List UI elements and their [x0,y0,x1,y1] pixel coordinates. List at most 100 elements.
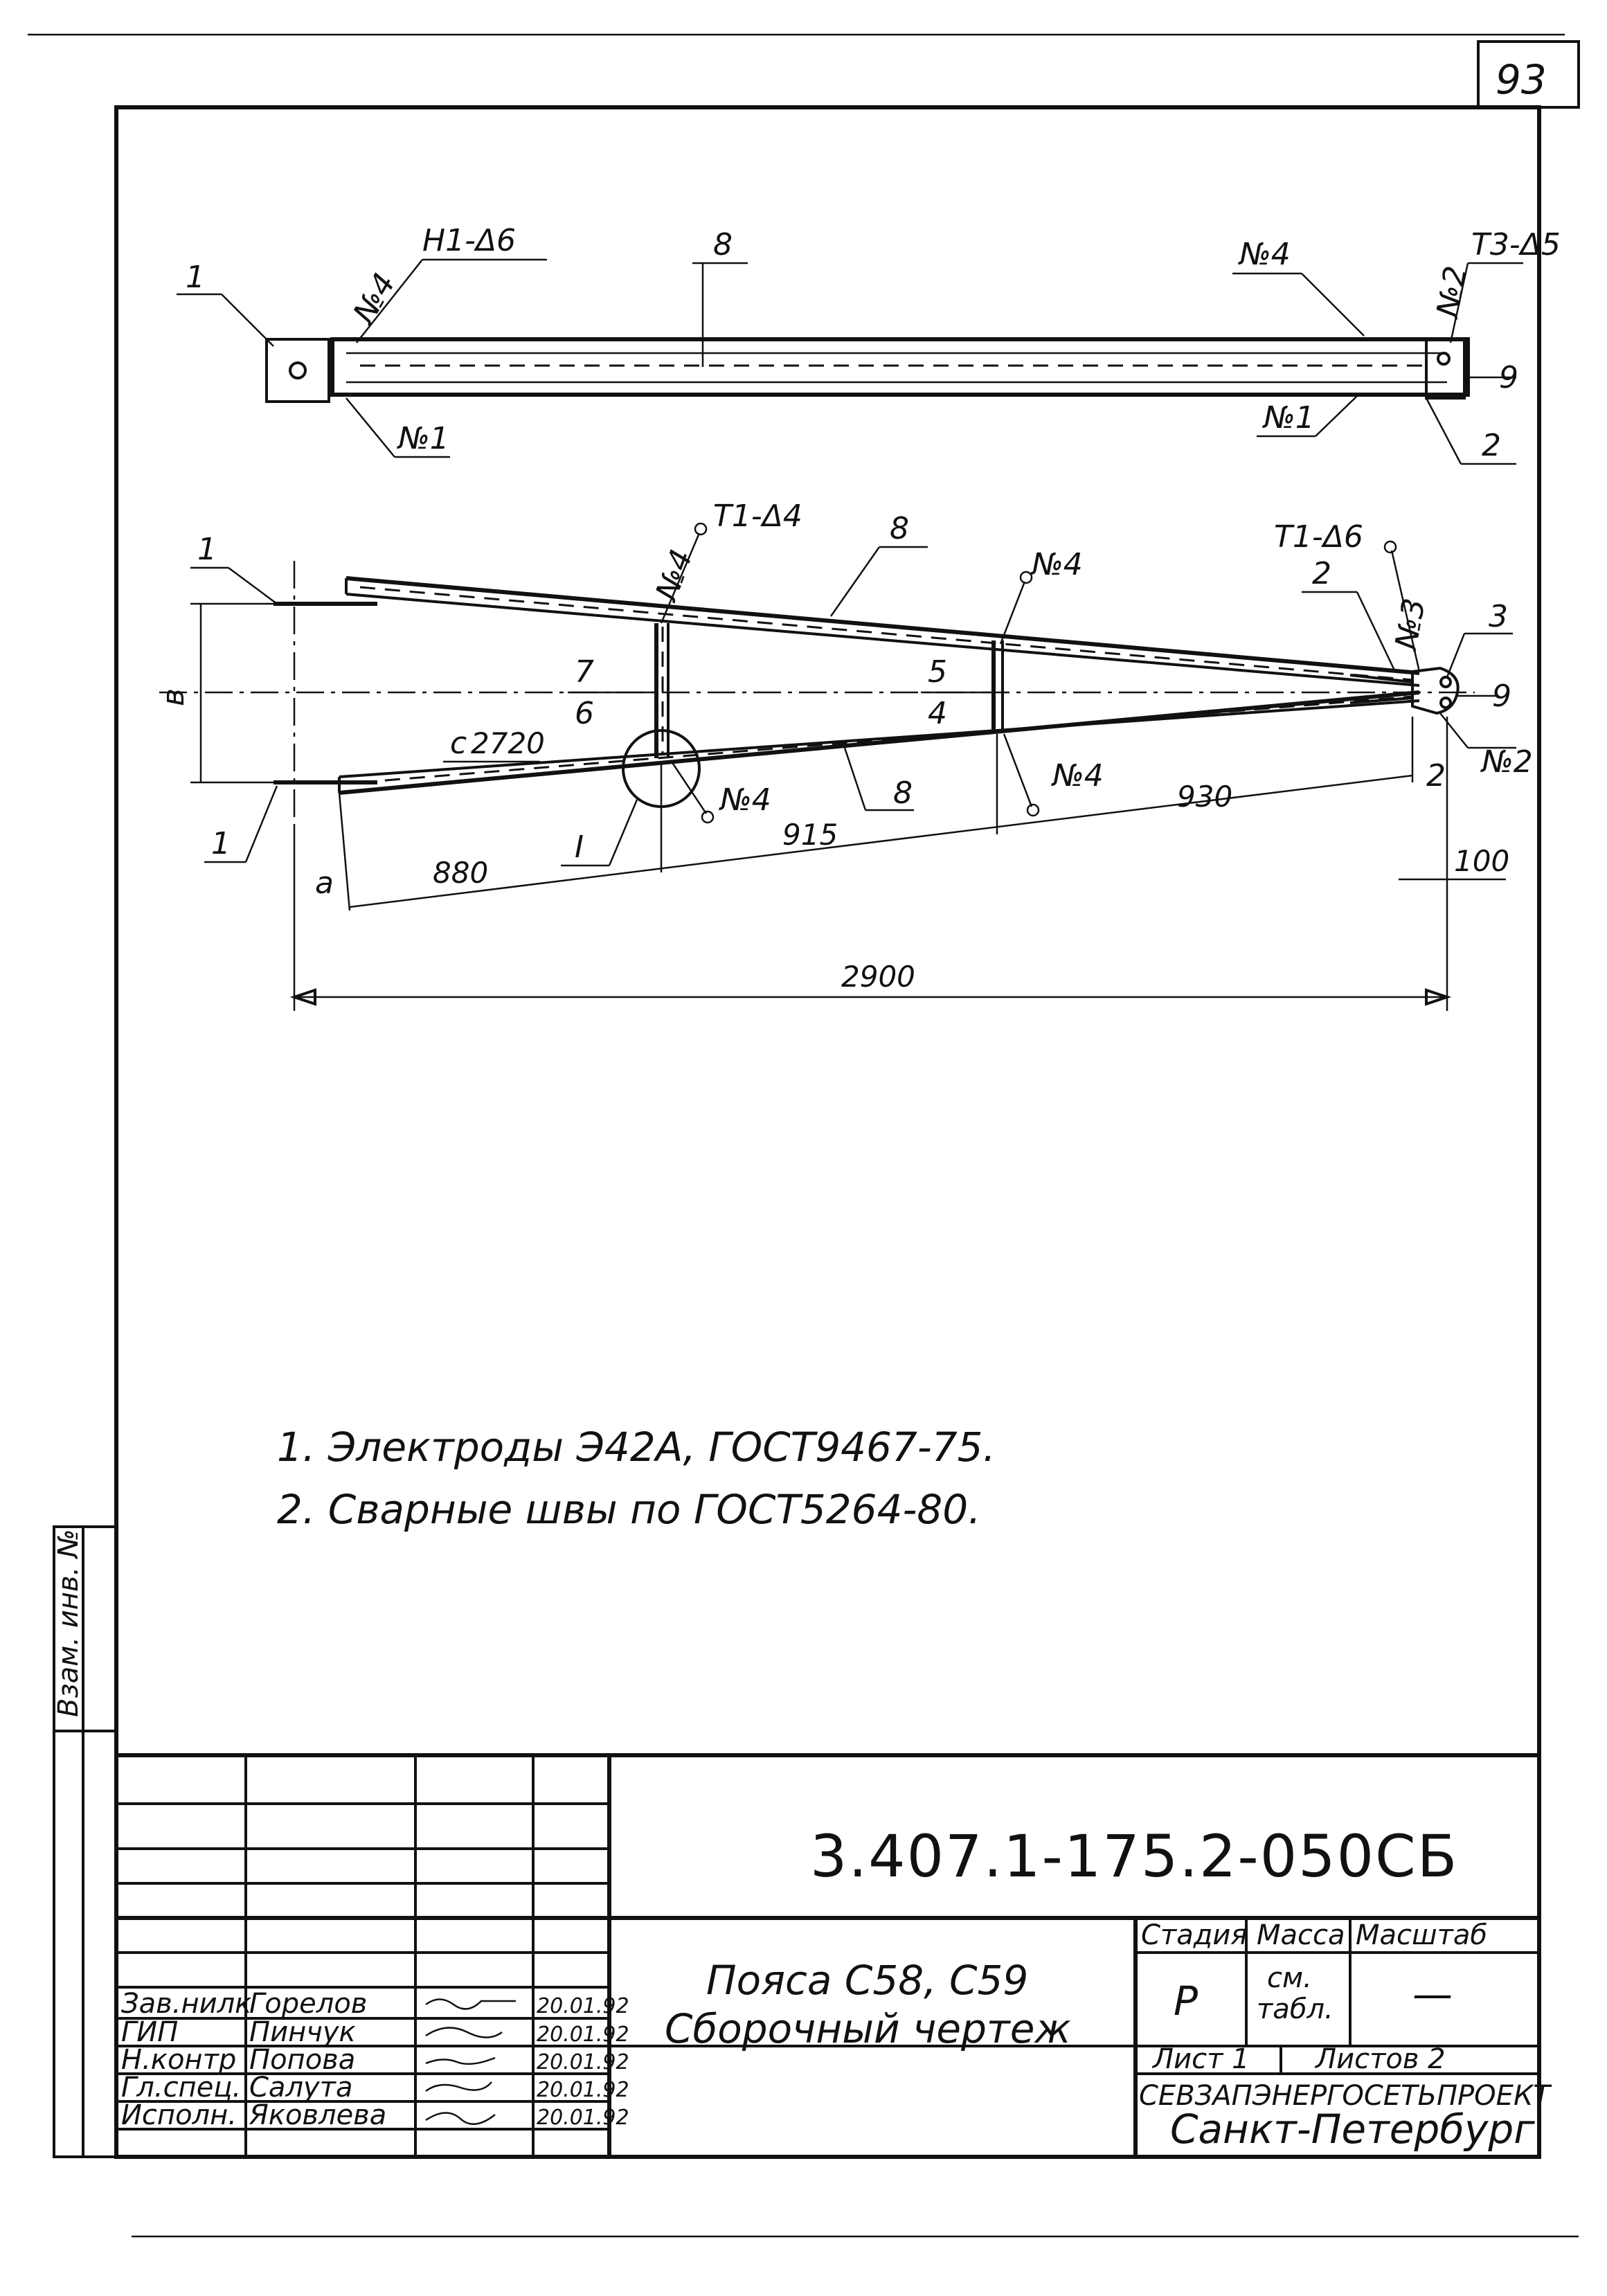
scale-header: Масштаб [1356,1919,1487,1951]
leader [1315,395,1358,437]
top-pos-8: 8 [713,227,733,262]
node-I: I [575,829,584,865]
dim-line-sloped [349,774,1413,908]
title-block-frame [114,1753,1541,2159]
upper-chord-bottom [345,593,1420,687]
sheets-label: Листов 2 [1314,2043,1446,2075]
leader [345,397,395,458]
sig-role: Исполн. [121,2099,237,2131]
top-seam-n1-left: №1 [396,421,449,456]
pos-9: 9 [1492,679,1511,714]
upper-chord-top [345,576,1420,675]
signature-scribble [425,2112,496,2125]
note-1: 1. Электроды Э42А, ГОСТ9467-75. [277,1424,996,1471]
top-view: 1 Н1-Δ6 №4 8 №1 №4 №1 Т3-Δ5 №2 9 2 [177,223,1561,465]
leader [829,546,881,617]
dim-880: 880 [433,856,488,890]
main-view: в 1 1 Т1-Δ4 №4 8 №4 2 Т1-Δ6 №3 3 9 №2 [156,499,1533,1011]
signature-scribble [425,1998,516,2010]
dim-2900: 2900 [841,960,915,994]
dim-arrows [289,988,1452,1006]
sheet-label: Лист 1 [1151,2043,1250,2075]
pos-6: 6 [575,696,594,731]
leader [1446,633,1466,678]
city: Санкт-Петербург [1170,2106,1535,2153]
leader-dot [1383,540,1397,554]
pos-2: 2 [1312,556,1331,591]
sig-role: Гл.спец. [121,2072,241,2104]
leader-dot [1019,571,1033,584]
leader [999,581,1026,645]
sig-date: 20.01.92 [537,2023,629,2047]
seam-n3: №3 [1388,595,1433,654]
leader-dot [701,810,715,824]
dim-b: в [156,688,191,706]
leader [1390,550,1421,672]
pos-3: 3 [1489,599,1508,634]
pos-5: 5 [928,654,947,690]
dim-2720: 2720 [471,726,545,760]
title-line-2: Сборочный чертеж [665,2005,1071,2052]
mass-header: Масса [1257,1919,1345,1951]
sig-name: Яковлева [249,2099,386,2131]
sig-name: Горелов [249,1988,367,2020]
top-pos-2: 2 [1482,428,1501,463]
mass-value-2: табл. [1257,1993,1334,2025]
leader [1439,712,1469,748]
sig-date: 20.01.92 [537,2078,629,2102]
leader [1301,273,1365,337]
leader [608,799,638,866]
dim-c: с [450,726,467,761]
seam-n4-c: №4 [718,782,771,818]
leader [244,785,278,863]
leader [1425,397,1462,465]
top-seam-n4-left: №4 [345,267,403,331]
weld-t1-d4: Т1-Δ4 [713,499,802,534]
sheet-number: 93 [1496,56,1547,103]
signature-scribble [425,2027,503,2038]
knot-plate-right [1411,666,1460,715]
sig-date: 20.01.92 [537,2106,629,2130]
stage-header: Стадия [1141,1919,1247,1951]
top-seam-n2: №2 [1430,263,1474,321]
seam-n4-b: №4 [1030,547,1083,582]
pos-4: 4 [928,696,947,731]
lower-chord-bottom [339,690,1420,795]
doc-code: 3.407.1-175.2-050СБ [810,1822,1458,1890]
stage-value: Р [1174,1977,1198,2025]
leader [221,294,274,347]
leader [356,259,423,343]
sig-role: Н.контр [121,2044,236,2076]
top-seam-n4-right: №4 [1237,237,1291,272]
dim-2: 2 [1426,758,1446,793]
upper-chord-hidden [359,586,1413,681]
sig-date: 20.01.92 [537,2050,629,2074]
top-seam-n1-right: №1 [1262,400,1315,436]
side-label: Взам. инв. № [53,1529,84,1717]
pos-1-bottom: 1 [211,826,231,861]
org-name: СЕВЗАПЭНЕРГОСЕТЬПРОЕКТ [1139,2080,1552,2112]
top-pos-1: 1 [186,260,205,295]
sig-role: ГИП [121,2016,178,2048]
gusset-line [1349,674,1413,683]
top-hole-right [1437,352,1451,366]
sig-role: Зав.нилк [121,1988,251,2020]
dim-ext-a [338,792,351,911]
dim-930: 930 [1177,780,1232,814]
top-weld-left: Н1-Δ6 [422,223,516,258]
seam-n4-d: №4 [1050,758,1104,793]
note-2: 2. Сварные швы по ГОСТ5264-80. [277,1486,981,1533]
leader [660,532,701,624]
top-pos-9: 9 [1499,360,1518,395]
pos-7: 7 [575,654,594,690]
sig-name: Пинчук [249,2016,356,2048]
seam-n2: №2 [1480,744,1533,780]
lower-chord-top [339,699,1420,778]
pos-8-top: 8 [890,511,909,546]
sig-date: 20.01.92 [537,1994,629,2018]
leader [1356,591,1397,672]
pos-8-bottom: 8 [893,775,913,811]
gusset-line-2 [1349,697,1413,704]
title-line-1: Пояса С58, С59 [706,1957,1028,2004]
